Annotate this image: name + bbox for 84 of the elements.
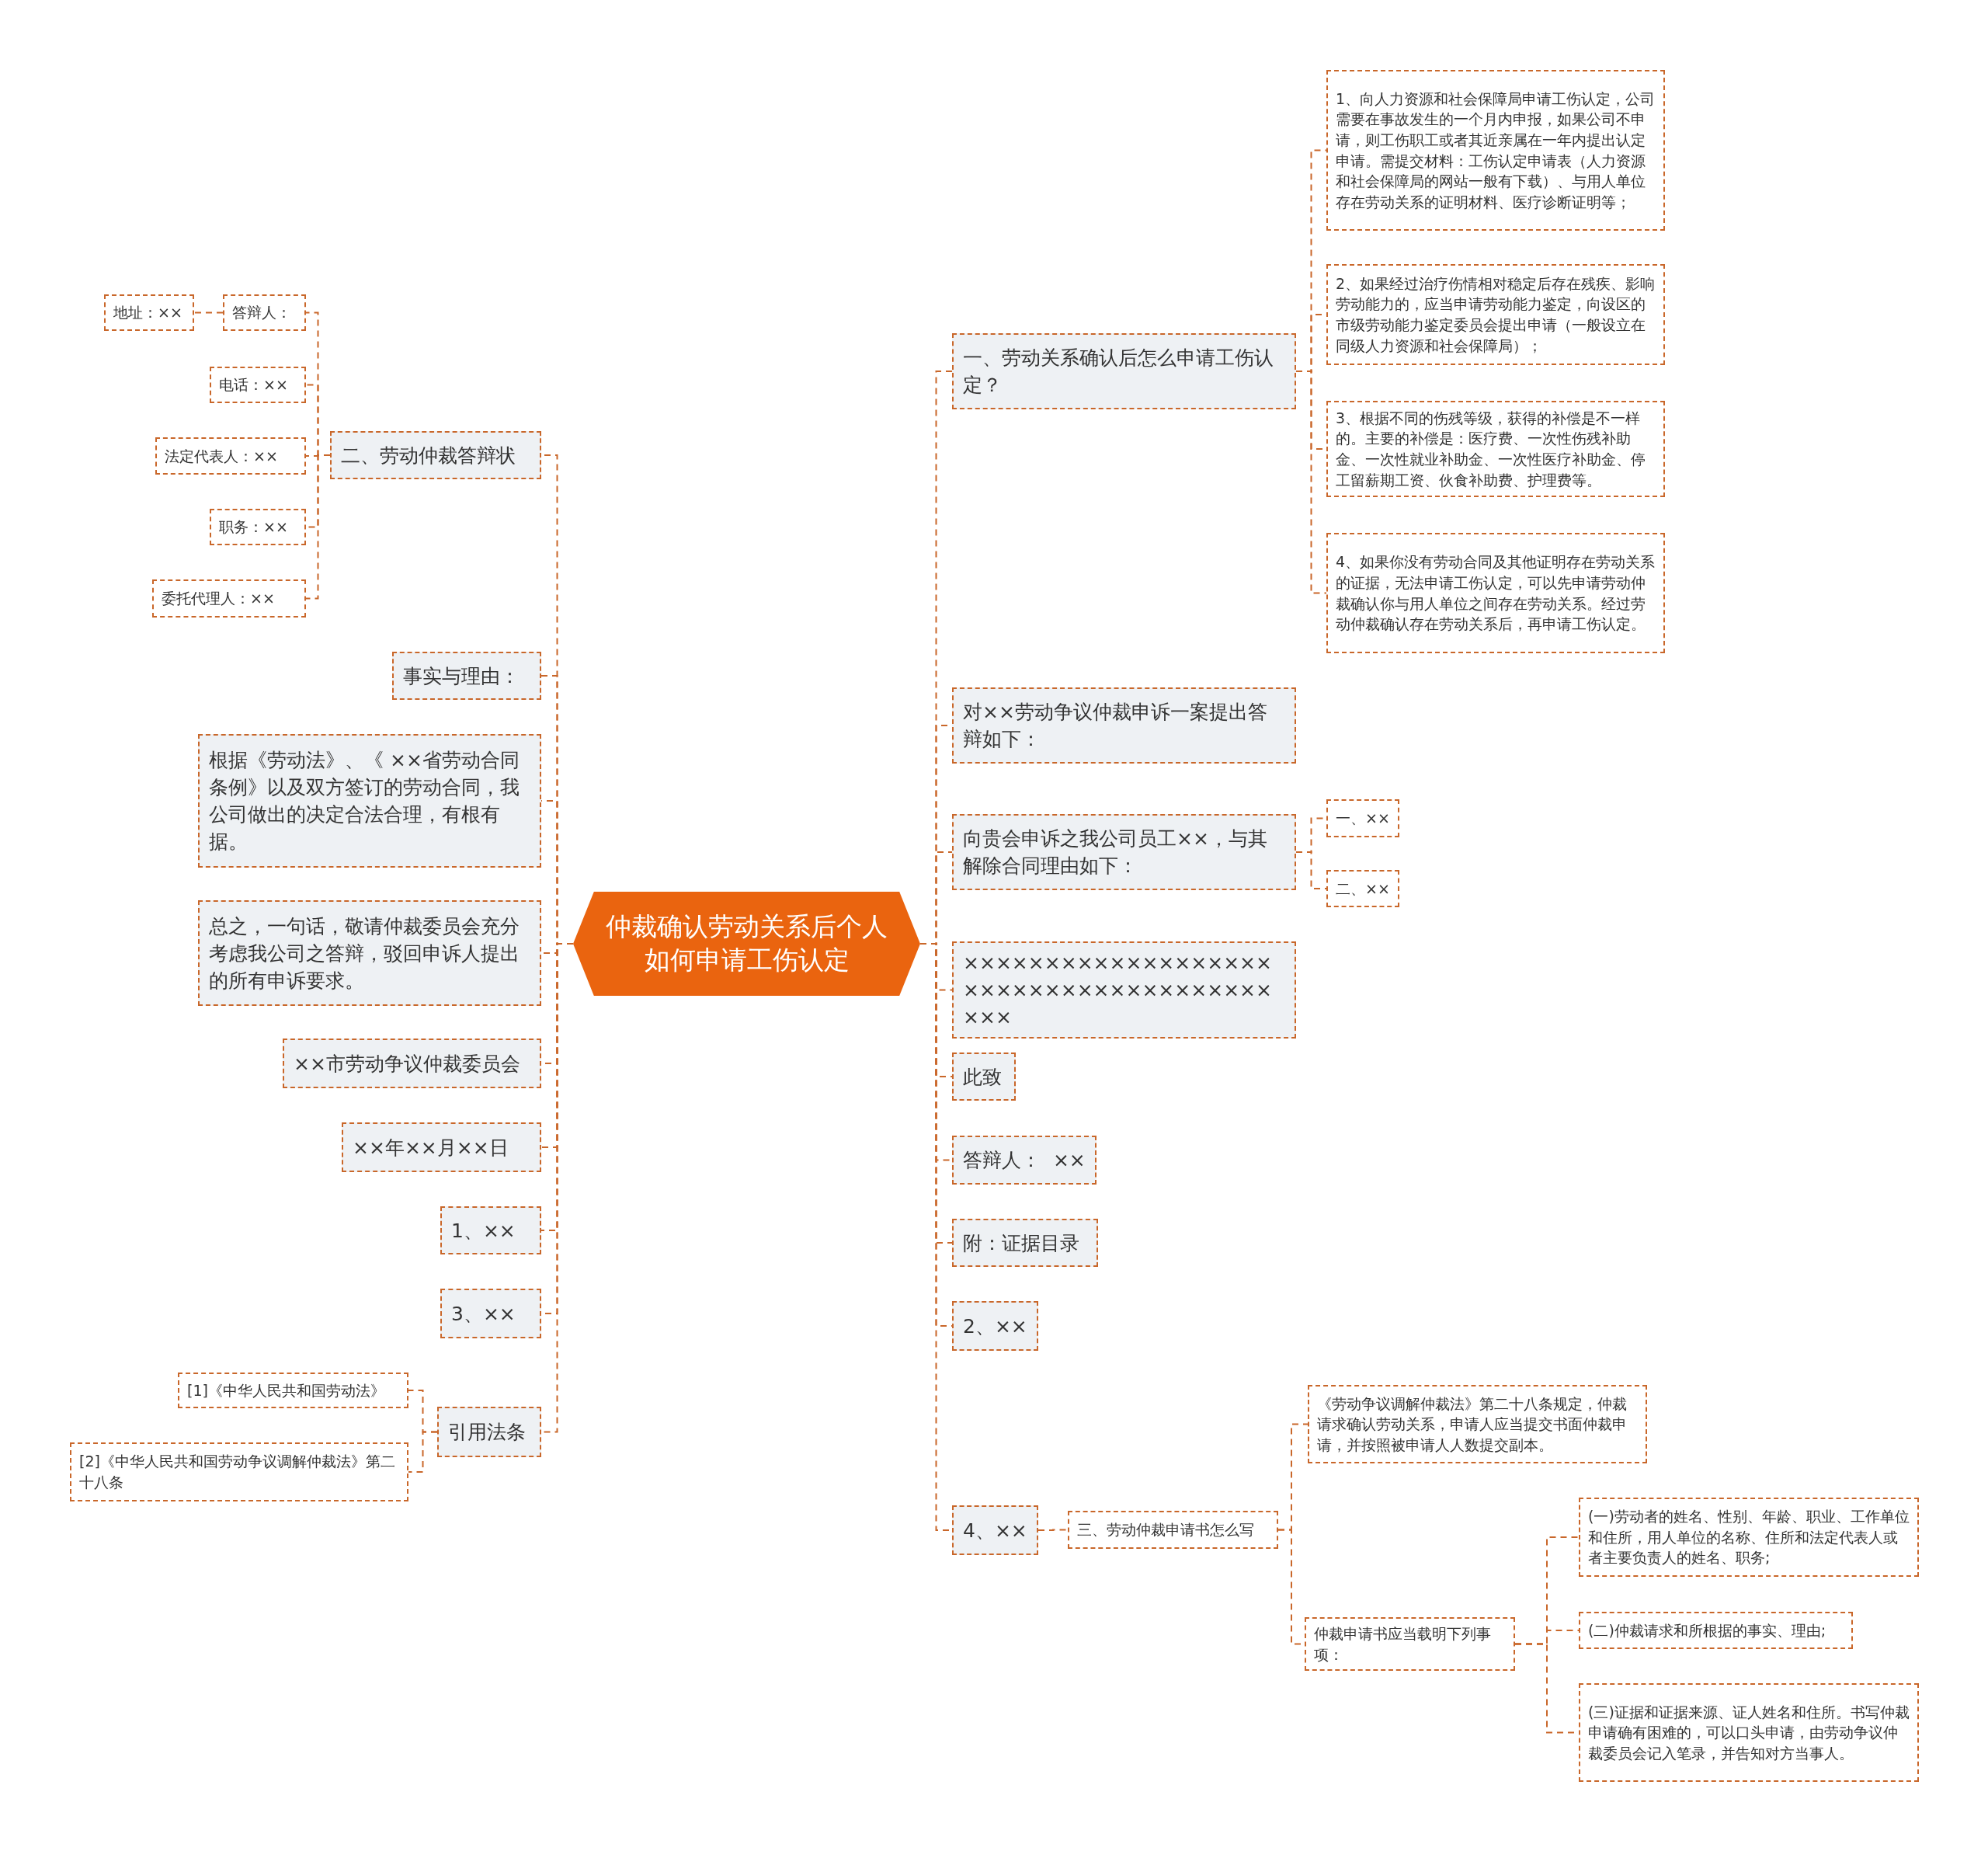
subtopic-box: [178, 1373, 408, 1408]
node-text: 法定代表人：××: [165, 446, 278, 466]
topic-box: [952, 1219, 1098, 1267]
topic-box: [330, 431, 541, 479]
node-text: 3、根据不同的伤残等级，获得的补偿是不一样的。主要的补偿是：医疗费、一次性伤残补助金、一次性就业补助金、一次性医疗补助金、停工留薪期工资、伙食补助费、护理费等。: [1336, 408, 1646, 490]
node-text: ××市劳动争议仲裁委员会: [294, 1051, 520, 1077]
node-text: 答辩人： ××: [963, 1148, 1086, 1173]
subtopic-box: [1579, 1683, 1919, 1782]
subtopic-box: [1326, 533, 1665, 653]
node-text: 电话：××: [219, 375, 288, 395]
topic-box: [392, 652, 541, 700]
topic-box: [952, 814, 1296, 890]
node-text: 1、向人力资源和社会保障局申请工伤认定，公司需要在事故发生的一个月内申报，如果公司不申请，则工伤职工或者其近亲属在一年内提出认定申请。需提交材料：工伤认定申请表（人力资源和社会保障局的网站一般有下载）、与用人单位存在劳动关系的证明材料、医疗诊断证明等；: [1336, 89, 1656, 212]
subtopic-box: [1308, 1385, 1647, 1463]
subtopic-box: [1326, 70, 1665, 231]
connector-line: [193, 311, 224, 314]
node-text: 仲裁确认劳动关系后个人如何申请工伤认定: [605, 910, 888, 976]
subtopic-box: [210, 509, 306, 545]
subtopic-box: [223, 294, 306, 331]
node-text: 答辩人：: [232, 303, 291, 323]
node-text: 仲裁申请书应当载明下列事项：: [1314, 1624, 1492, 1665]
subtopic-box: [1068, 1511, 1278, 1549]
subtopic-box: [70, 1442, 408, 1501]
node-text: 委托代理人：××: [162, 589, 275, 609]
node-text: 二、××: [1336, 879, 1390, 899]
node-text: [2]《中华人民共和国劳动争议调解仲裁法》第二十八条: [79, 1452, 396, 1492]
subtopic-box: [1326, 401, 1665, 497]
node-text: 引用法条: [448, 1420, 526, 1445]
connector-line: [305, 454, 331, 600]
topic-box: [952, 333, 1296, 409]
central-topic-hexagon: [573, 892, 920, 996]
topic-box: [952, 1136, 1097, 1185]
topic-box: [283, 1039, 541, 1088]
node-text: (三)证据和证据来源、证人姓名和住所。书写仲裁申请确有困难的，可以口头申请，由劳动争议仲裁委员会记入笔录，并告知对方当事人。: [1588, 1702, 1910, 1763]
subtopic-box: [1326, 870, 1399, 907]
node-text: 《劳动争议调解仲裁法》第二十八条规定，仲裁请求确认劳动关系，申请人应当提交书面仲裁申请，并按照被申请人人数提交副本。: [1317, 1393, 1628, 1455]
subtopic-box: [1579, 1612, 1853, 1649]
subtopic-box: [1579, 1498, 1919, 1577]
topic-box: [437, 1407, 541, 1457]
node-text: [1]《中华人民共和国劳动法》: [187, 1380, 385, 1400]
topic-box: [440, 1206, 541, 1254]
subtopic-box: [210, 367, 306, 403]
topic-box: [198, 900, 541, 1006]
node-text: 总之，一句话，敬请仲裁委员会充分考虑我公司之答辩，驳回申诉人提出的所有申诉要求。: [209, 913, 520, 993]
subtopic-box: [155, 437, 306, 475]
node-text: 职务：××: [219, 517, 288, 538]
topic-box: [342, 1122, 541, 1172]
subtopic-box: [1326, 799, 1399, 837]
topic-box: [952, 1052, 1016, 1101]
topic-box: [952, 1505, 1038, 1555]
node-text: 4、××: [963, 1518, 1027, 1543]
node-text: 此致: [963, 1064, 1002, 1090]
node-text: 一、××: [1336, 809, 1390, 829]
node-text: 一、劳动关系确认后怎么申请工伤认定？: [963, 346, 1274, 398]
node-text: (一)劳动者的姓名、性别、年龄、职业、工作单位和住所，用人单位的名称、住所和法定代表人或者主要负责人的姓名、职务;: [1588, 1507, 1910, 1568]
connector-line: [1037, 1529, 1069, 1531]
node-text: ××年××月××日: [353, 1135, 509, 1160]
topic-box: [198, 734, 541, 868]
topic-box: [952, 687, 1296, 764]
node-text: 二、劳动仲裁答辩状: [341, 443, 516, 468]
connector-line: [1295, 851, 1327, 889]
topic-box: [952, 1301, 1038, 1351]
topic-box: [952, 941, 1296, 1039]
node-text: 附：证据目录: [963, 1230, 1079, 1256]
node-text: (二)仲裁请求和所根据的事实、理由;: [1588, 1620, 1826, 1641]
subtopic-box: [152, 579, 306, 618]
node-text: 向贵会申诉之我公司员工××，与其解除合同理由如下：: [963, 826, 1268, 879]
connector-line: [1295, 371, 1327, 594]
node-text: 2、××: [963, 1313, 1027, 1339]
node-text: 事实与理由：: [403, 663, 520, 689]
node-text: ×××××××××××××××××××××××××××××××××××××××××: [963, 951, 1273, 1030]
subtopic-box: [1305, 1617, 1515, 1672]
node-text: 1、××: [451, 1218, 516, 1244]
node-text: 4、如果你没有劳动合同及其他证明存在劳动关系的证据，无法申请工伤认定，可以先申请劳动仲裁确认你与用人单位之间存在劳动关系。经过劳动仲裁确认存在劳动关系后，再申请工伤认定。: [1336, 552, 1656, 635]
connector-line: [408, 1431, 438, 1473]
node-text: 根据《劳动法》、《 ××省劳动合同条例》以及双方签订的劳动合同，我公司做出的决定合法合理，有根有据。: [209, 748, 520, 854]
node-text: 三、劳动仲裁申请书怎么写: [1077, 1520, 1254, 1540]
node-text: 地址：××: [113, 303, 182, 323]
subtopic-box: [1326, 264, 1665, 365]
node-text: 3、××: [451, 1301, 516, 1327]
node-text: 对××劳动争议仲裁申诉一案提出答辩如下：: [963, 700, 1268, 752]
node-text: 2、如果经过治疗伤情相对稳定后存在残疾、影响劳动能力的，应当申请劳动能力鉴定，向设区的市级劳动能力鉴定委员会提出申请（一般设立在同级人力资源和社会保障局）；: [1336, 273, 1656, 356]
topic-box: [440, 1289, 541, 1338]
subtopic-box: [104, 294, 194, 331]
